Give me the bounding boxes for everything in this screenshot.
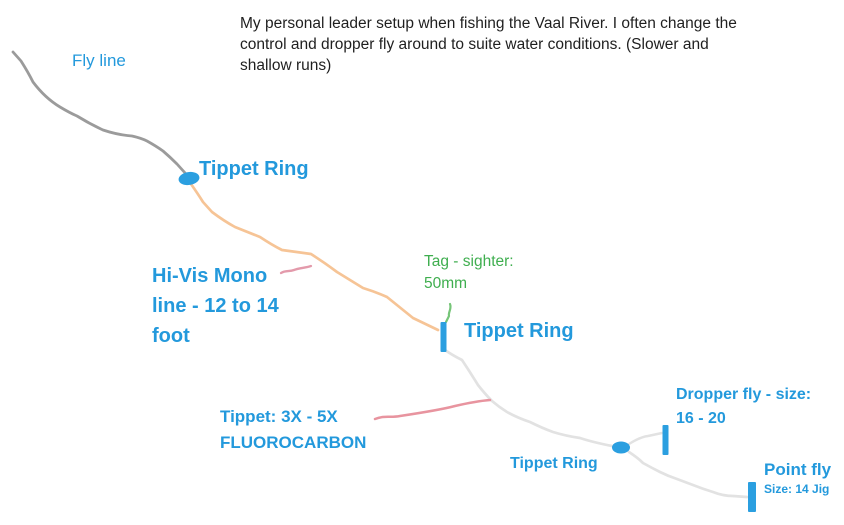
tag-sighter-label: Tag - sighter: 50mm — [424, 253, 514, 292]
point-fly-marker — [748, 482, 756, 512]
fly-line-path — [11, 50, 188, 176]
tippet-callout-line — [373, 398, 492, 421]
hi-vis-mono-line-path — [189, 182, 440, 332]
tippet-ring-1-marker — [178, 171, 200, 186]
tippet-ring-2-marker — [440, 322, 447, 352]
fly-line-label: Fly line — [72, 51, 126, 70]
tag-sighter-line — [444, 302, 452, 324]
dropper-branch-path — [627, 431, 664, 446]
tippet-ring-3-label: Tippet Ring — [510, 455, 598, 472]
tippet-fluorocarbon-label: Tippet: 3X - 5X FLUOROCARBON — [220, 407, 367, 452]
hi-vis-callout-line — [279, 264, 313, 275]
hi-vis-mono-label: Hi-Vis Mono line - 12 to 14 foot — [152, 265, 279, 347]
tippet-ring-3-marker — [612, 441, 630, 454]
point-fly-label: Point fly — [764, 460, 832, 479]
tippet-ring-2-label: Tippet Ring — [464, 320, 574, 342]
tippet-line-lower-path — [627, 450, 749, 499]
point-fly-size-label: Size: 14 Jig — [764, 482, 830, 496]
dropper-fly-marker — [662, 425, 669, 455]
tippet-line-upper-path — [443, 348, 614, 448]
tippet-ring-1-label: Tippet Ring — [199, 158, 309, 180]
intro-text: My personal leader setup when fishing th… — [240, 15, 737, 74]
dropper-fly-label: Dropper fly - size: 16 - 20 — [676, 386, 812, 427]
